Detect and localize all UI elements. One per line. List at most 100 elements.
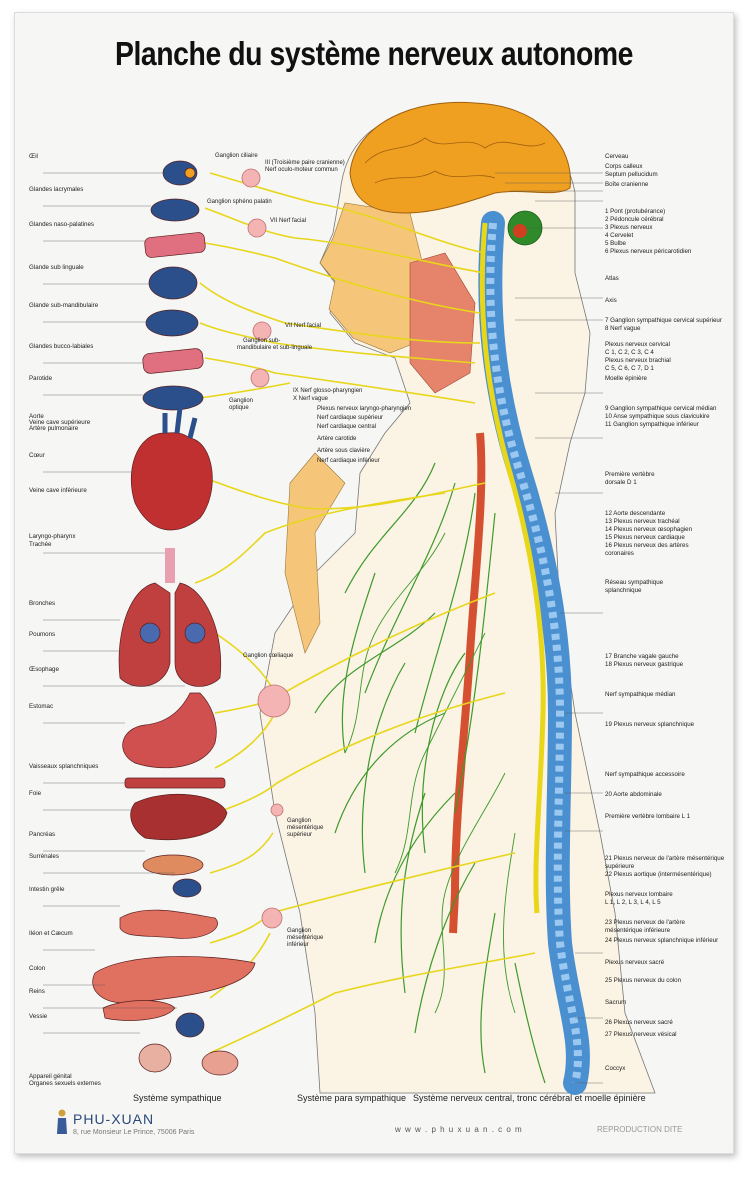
left-label: Surrénales [29, 853, 59, 860]
left-label: Cœur [29, 452, 45, 459]
label-vii-facial-1: VII Nerf facial [270, 218, 307, 224]
sublingual-gland [148, 266, 198, 300]
label-ganglion-sub2: mandibulaire et sub-linguale [237, 345, 313, 351]
colon [102, 1000, 176, 1021]
ileum-caecum [92, 956, 256, 1004]
ganglion-mesenterique-sup [270, 803, 284, 817]
label-vii-facial-2: VII Nerf facial [285, 323, 322, 329]
label-ganglion-mes-inf3: inférieur [287, 942, 309, 948]
right-label: splanchnique [605, 587, 642, 594]
label-nerf-iii: III (Troisième paire cranienne) [265, 160, 345, 166]
bucco-labial-glands [142, 348, 204, 374]
anatomy-illustration [43, 101, 656, 1095]
ganglia [241, 168, 291, 929]
right-label: Atlas [605, 275, 619, 282]
left-label: Foie [29, 790, 42, 797]
label-ganglion-optique: Ganglion [229, 398, 254, 404]
left-label: Glandes lacrymales [29, 186, 84, 193]
ganglion-coeliaque [257, 684, 291, 718]
label-ganglion-mes-sup3: supérieur [287, 832, 313, 838]
submandibular-gland [145, 309, 199, 337]
nerve-network-green [314, 462, 546, 1084]
label-artere-carotide: Artère carotide [317, 436, 357, 442]
left-label: Vessie [29, 1013, 48, 1020]
right-label: 18 Plexus nerveux gastrique [605, 661, 684, 668]
left-label: Glandes bucco-labiales [29, 343, 94, 350]
right-label: 17 Branche vagale gauche [605, 653, 679, 660]
left-label: Artère pulmonaire [29, 425, 79, 432]
spinal-cord [479, 222, 546, 914]
label-nerf-card-sup: Nerf cardiaque supérieur [317, 415, 384, 421]
left-label: Organes sexuels externes [29, 1080, 101, 1087]
poster-title: Planche du système nerveux autonome [114, 35, 634, 72]
genital-organs [201, 1050, 239, 1076]
right-label: 24 Plexus nerveux splanchnique inférieur [605, 937, 719, 944]
reproduction-notice: REPRODUCTION DITE [597, 1125, 683, 1134]
right-label: 8 Nerf vague [605, 325, 641, 332]
lacrimal-glands [150, 198, 200, 222]
right-label: 6 Plexus nerveux péricarotidien [605, 248, 692, 255]
right-label: 22 Plexus aortique (intermésentérique) [605, 871, 712, 878]
right-label: 1 Pont (protubérance) [605, 208, 666, 215]
right-label: Cerveau [605, 153, 629, 160]
right-label: Sacrum [605, 999, 627, 1006]
phu-xuan-logo [57, 1109, 67, 1134]
label-ganglion-ciliaire: Ganglion ciliaire [215, 153, 258, 159]
left-label: Veine cave supérieure [29, 419, 91, 426]
esophagus-stomach [122, 692, 217, 769]
caption-para-sympathique: Système para sympathique [297, 1093, 407, 1103]
label-ganglion-sub: Ganglion sub- [243, 338, 281, 344]
left-label: Veine cave inférieure [29, 487, 87, 494]
right-label: Boîte cranienne [605, 181, 649, 188]
caption-sympathique: Système sympathique [133, 1093, 222, 1103]
left-label: Estomac [29, 703, 54, 710]
right-label: Plexus nerveux sacré [605, 959, 665, 966]
caption-central: Système nerveux central, tronc cérébral … [413, 1093, 646, 1103]
left-label: Parotide [29, 375, 53, 382]
left-label: Vaisseaux splanchniques [29, 763, 99, 770]
left-label: Pancréas [29, 831, 56, 838]
left-label: Glande sub-mandibulaire [29, 302, 99, 309]
left-label: Colon [29, 965, 46, 972]
poster: Planche du système nerveux autonome [14, 12, 734, 1154]
right-label: 7 Ganglion sympathique cervical supérieu… [605, 317, 722, 324]
right-label: Nerf sympathique accessoire [605, 771, 685, 778]
liver [130, 793, 228, 841]
splanchnic-vessels [124, 777, 226, 789]
right-label: 14 Plexus nerveux œsophagien [605, 526, 693, 533]
ganglion-sub-mandibulaire [252, 321, 272, 341]
label-ganglion-mes-sup2: mésentérique [287, 825, 324, 831]
body-outline [259, 112, 656, 1094]
right-label: Première vertèbre [605, 471, 655, 478]
left-label: Reins [29, 988, 45, 995]
right-label: 15 Plexus nerveux cardiaque [605, 534, 685, 541]
face [319, 202, 426, 354]
brand-address: 8, rue Monsieur Le Prince, 75006 Paris [73, 1129, 195, 1136]
organs [92, 160, 256, 1076]
label-ganglion-spheno: Ganglion sphéno palatin [207, 199, 272, 205]
ganglion-spheno-palatin [247, 218, 267, 238]
arm [284, 452, 346, 654]
label-ganglion-optique2: optique [229, 405, 249, 411]
right-label: 16 Plexus nerveux des artères [605, 542, 689, 549]
label-ix: IX Nerf glosso-pharyngien [293, 388, 363, 394]
right-label: 5 Bulbe [605, 240, 626, 247]
right-label: 20 Aorte abdominale [605, 791, 662, 798]
pancreas [142, 854, 204, 876]
aorta [449, 432, 486, 934]
neck [409, 252, 476, 394]
right-label: Réseau sympathique [605, 579, 664, 586]
right-label: 3 Plexus nerveux [605, 224, 653, 231]
right-label: dorsale D 1 [605, 479, 637, 486]
right-label: L 1, L 2, L 3, L 4, L 5 [605, 899, 661, 906]
right-label: 9 Ganglion sympathique cervical médian [605, 405, 717, 412]
right-label: Corps calleux [605, 163, 643, 170]
left-label: Appareil génital [29, 1073, 72, 1080]
left-label: Aorte [29, 413, 44, 420]
ganglion-optique [250, 368, 270, 388]
naso-palatine-glands [144, 232, 206, 258]
right-label: supérieure [605, 863, 635, 870]
left-label: Œil [29, 153, 38, 160]
right-label: 19 Plexus nerveux splanchnique [605, 721, 695, 728]
kidneys [175, 1012, 205, 1038]
